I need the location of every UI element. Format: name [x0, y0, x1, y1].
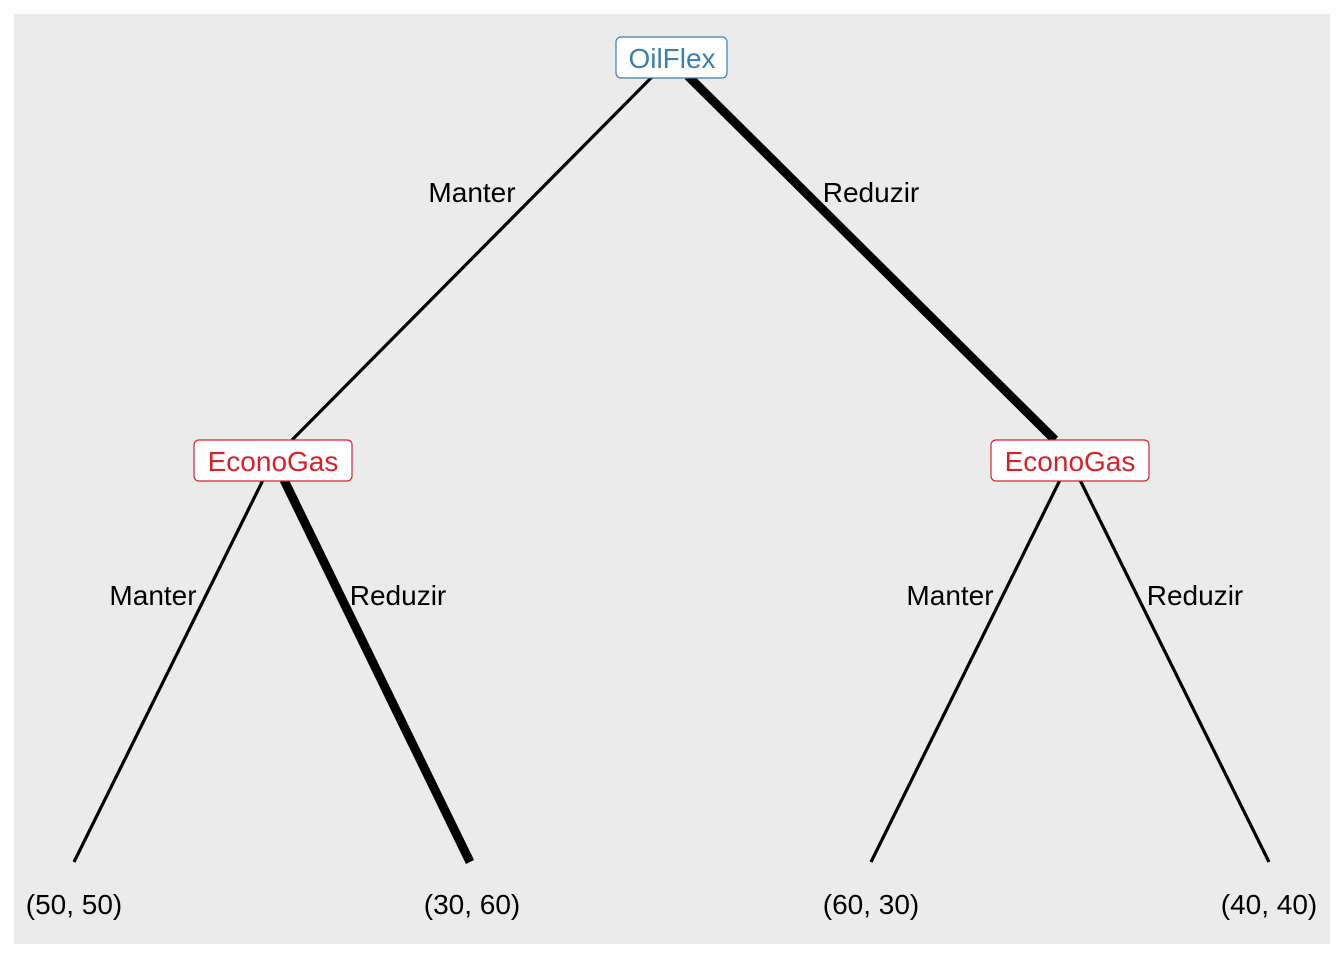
econogas-node-left: EconoGas	[193, 439, 353, 482]
econogas-node-right-label: EconoGas	[1005, 446, 1136, 477]
econogas-node-right: EconoGas	[990, 439, 1150, 482]
edge-label-right-manter: Manter	[906, 580, 993, 611]
edge-label-left-manter: Manter	[109, 580, 196, 611]
edge-label-right-reduzir: Reduzir	[1147, 580, 1243, 611]
edge-left-reduzir	[279, 478, 475, 864]
edge-label-root-reduzir: Reduzir	[823, 177, 919, 208]
root-node-label: OilFlex	[628, 43, 715, 74]
payoff-leaf-1: (50, 50)	[26, 889, 123, 920]
payoff-leaf-2: (30, 60)	[424, 889, 521, 920]
edge-right-manter	[869, 479, 1062, 863]
edge-root-reduzir	[684, 72, 1059, 444]
root-node: OilFlex	[615, 36, 728, 79]
edge-label-left-reduzir: Reduzir	[350, 580, 446, 611]
edge-left-manter	[72, 479, 265, 863]
payoff-leaf-3: (60, 30)	[823, 889, 920, 920]
econogas-node-left-label: EconoGas	[208, 446, 339, 477]
payoff-leaf-4: (40, 40)	[1221, 889, 1318, 920]
edge-label-root-manter: Manter	[428, 177, 515, 208]
edge-right-reduzir	[1078, 479, 1271, 863]
edge-root-manter	[290, 74, 655, 442]
